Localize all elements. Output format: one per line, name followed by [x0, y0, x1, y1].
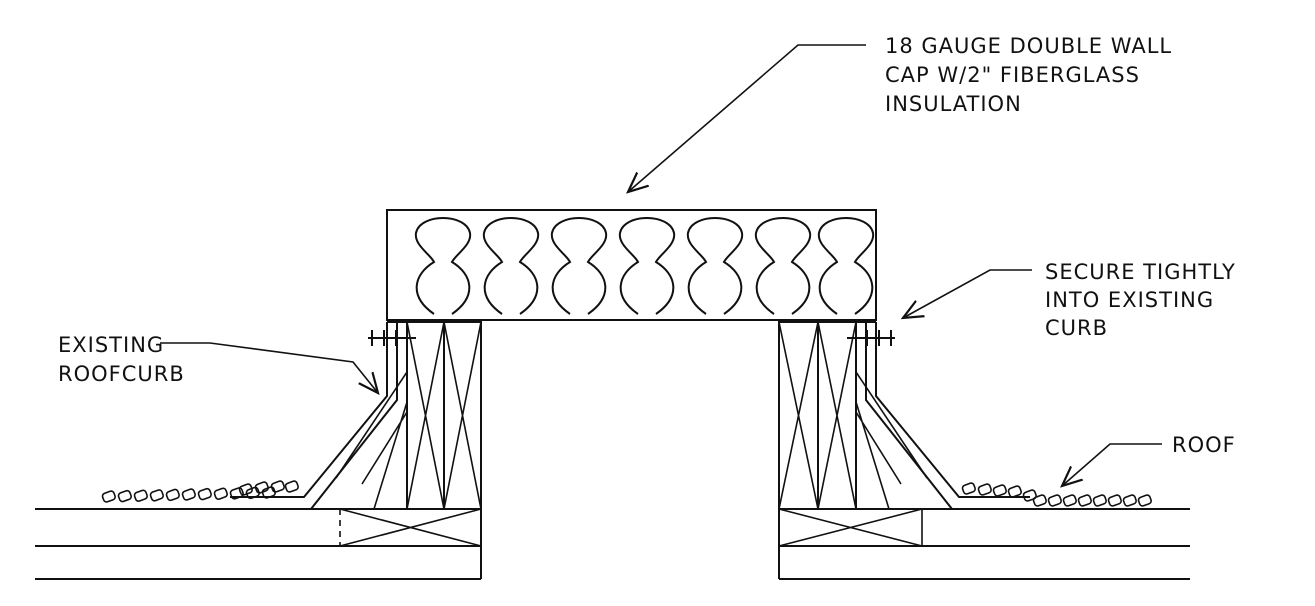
gravel-stone — [977, 483, 992, 496]
insulation-batt-loop — [618, 217, 676, 315]
cap-callout-line-3: INSULATION — [885, 92, 1022, 116]
secure-callout-line-3: CURB — [1045, 316, 1108, 340]
gravel-stone — [238, 483, 253, 496]
roofcurb-callout-line-2: ROOFCURB — [58, 362, 185, 386]
gravel-stone — [1007, 485, 1022, 498]
gravel-stone — [1032, 494, 1047, 507]
callout-leaders — [160, 44, 1162, 486]
gravel-stone — [261, 486, 276, 499]
roof-gravel — [101, 480, 1152, 507]
insulation-batt-loop — [754, 217, 812, 315]
fiberglass-insulation — [414, 217, 875, 315]
cap-callout-line-2: CAP W/2" FIBERGLASS — [885, 63, 1140, 87]
secure-callout-line-2: INTO EXISTING — [1045, 288, 1214, 312]
secure-callout-line-1: SECURE TIGHTLY — [1045, 260, 1236, 284]
gravel-stone — [1122, 494, 1137, 507]
gravel-stone — [229, 487, 244, 500]
left-roof-curb — [230, 321, 482, 510]
gravel-stone — [1062, 494, 1077, 507]
gravel-stone — [1047, 494, 1062, 507]
gravel-stone — [1092, 494, 1107, 507]
gravel-stone — [149, 489, 164, 502]
gravel-stone — [133, 489, 148, 502]
cap-callout-line-1: 18 GAUGE DOUBLE WALL — [885, 34, 1172, 58]
gravel-stone — [270, 480, 285, 493]
gravel-stone — [284, 480, 299, 493]
gravel-stone — [1022, 489, 1037, 502]
insulation-batt-loop — [414, 217, 472, 315]
gravel-stone — [1107, 494, 1122, 507]
insulation-batt-loop — [482, 217, 540, 315]
roof-callout: ROOF — [1172, 433, 1236, 457]
gravel-stone — [197, 487, 212, 501]
roofcurb-callout-line-1: EXISTING — [58, 333, 164, 357]
insulation-batt-loop — [686, 217, 744, 315]
insulation-batt-loop — [817, 217, 875, 315]
gravel-stone — [181, 488, 196, 501]
double-wall-cap — [386, 209, 877, 321]
gravel-stone — [254, 481, 269, 494]
gravel-stone — [165, 488, 180, 502]
gravel-stone — [213, 487, 228, 500]
gravel-stone — [117, 489, 132, 503]
insulation-batt-loop — [550, 217, 608, 315]
gravel-stone — [1077, 494, 1092, 507]
gravel-stone — [101, 490, 116, 503]
right-roof-curb — [778, 321, 1030, 510]
gravel-stone — [961, 482, 976, 495]
gravel-stone — [992, 484, 1007, 497]
roof-deck — [35, 508, 1190, 580]
gravel-stone — [1137, 494, 1152, 507]
